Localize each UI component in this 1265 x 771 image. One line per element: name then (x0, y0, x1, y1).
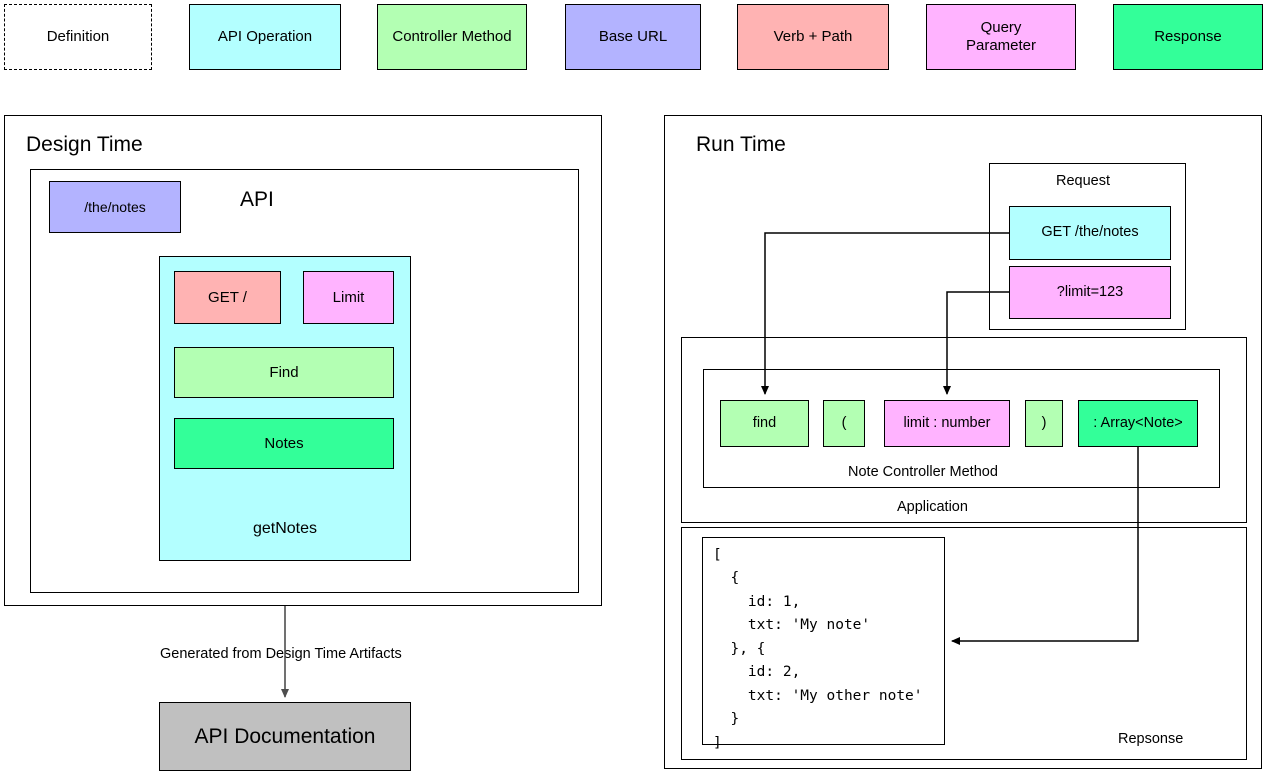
controller-token-return-type-label: : Array<Note> (1093, 414, 1183, 431)
run-time-title: Run Time (696, 133, 786, 156)
generated-arrow-label: Generated from Design Time Artifacts (160, 646, 402, 662)
api-definition-frame (30, 169, 579, 593)
request-query-param-label: ?limit=123 (1056, 283, 1124, 300)
response-title: Repsonse (1118, 731, 1184, 747)
design-query-param-label: Limit (332, 288, 365, 306)
legend-controller-method-label: Controller Method (392, 28, 512, 45)
request-query-param-box: ?limit=123 (1009, 266, 1171, 319)
application-title: Application (897, 499, 968, 515)
controller-token-open-paren: ( (823, 400, 865, 447)
design-operation-name: getNotes (252, 519, 318, 537)
design-verb-path-box: GET / (174, 271, 281, 324)
api-documentation-box: API Documentation (159, 702, 411, 771)
controller-token-find-label: find (752, 414, 777, 431)
design-response-label: Notes (264, 434, 304, 452)
legend-api-operation: API Operation (189, 4, 341, 70)
design-base-url-box: /the/notes (49, 181, 181, 233)
legend-query-parameter-label: Query Parameter (965, 19, 1037, 54)
api-label: API (240, 188, 274, 211)
api-documentation-label: API Documentation (194, 724, 376, 748)
design-query-param-box: Limit (303, 271, 394, 324)
design-controller-method-label: Find (269, 363, 299, 381)
legend-base-url-label: Base URL (598, 28, 668, 45)
request-title: Request (1056, 173, 1111, 189)
request-verb-path-box: GET /the/notes (1009, 206, 1171, 260)
controller-token-limit-number-label: limit : number (903, 414, 991, 431)
controller-token-close-paren-label: ) (1041, 414, 1047, 431)
design-time-panel (4, 115, 602, 606)
response-body-box: [ { id: 1, txt: 'My note' }, { id: 2, tx… (702, 537, 945, 751)
note-controller-method-title: Note Controller Method (848, 464, 998, 480)
request-verb-path-label: GET /the/notes (1041, 224, 1139, 241)
legend-response-label: Response (1154, 28, 1222, 45)
legend-verb-path: Verb + Path (737, 4, 889, 70)
legend-verb-path-label: Verb + Path (773, 28, 853, 45)
controller-token-return-type: : Array<Note> (1078, 400, 1198, 447)
design-base-url-label: /the/notes (84, 198, 146, 215)
legend-base-url: Base URL (565, 4, 701, 70)
legend-controller-method: Controller Method (377, 4, 527, 70)
run-time-panel (664, 115, 1262, 769)
controller-token-close-paren: ) (1025, 400, 1063, 447)
controller-token-find: find (720, 400, 809, 447)
design-verb-path-label: GET / (208, 288, 247, 306)
design-controller-method-box: Find (174, 347, 394, 398)
legend-query-parameter: Query Parameter (926, 4, 1076, 70)
design-response-box: Notes (174, 418, 394, 469)
legend-definition: Definition (4, 4, 152, 70)
legend-response: Response (1113, 4, 1263, 70)
controller-token-limit-number: limit : number (884, 400, 1010, 447)
legend-api-operation-label: API Operation (217, 28, 313, 45)
controller-token-open-paren-label: ( (841, 414, 847, 431)
design-time-title: Design Time (26, 133, 143, 156)
legend-definition-label: Definition (46, 28, 110, 45)
